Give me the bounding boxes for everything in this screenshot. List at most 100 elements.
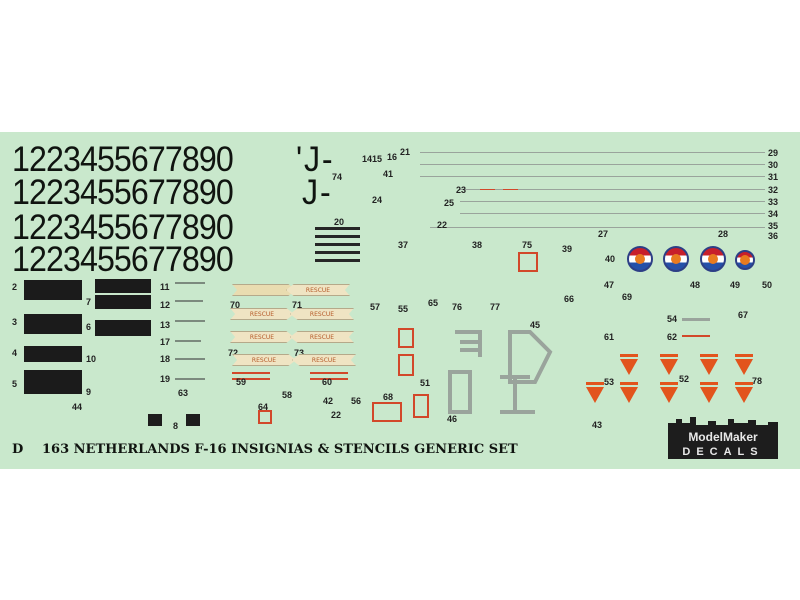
orange-triangle-decal [700,359,718,375]
orange-triangle-decal [660,387,678,403]
item-number: 78 [752,376,763,386]
item-number: 71 [292,300,303,310]
item-number: 33 [768,197,779,207]
item-number: 30 [768,160,779,170]
item-number: 13 [160,320,171,330]
item-number: 41 [383,169,394,179]
netherlands-roundel [735,250,755,270]
stencil-placard [24,314,82,334]
item-number: 18 [160,354,171,364]
item-number: 29 [768,148,779,158]
stencil-line [460,213,765,214]
item-number: 70 [230,300,241,310]
item-number: 42 [323,396,334,406]
item-number: 50 [762,280,773,290]
item-number: 2 [12,282,18,292]
item-number: 34 [768,209,779,219]
stencil-bar-group [315,259,360,262]
red-outline-decal [413,394,429,418]
item-number: 37 [398,240,409,250]
item-number: 47 [604,280,615,290]
decal-sheet: 1223455677890 1223455677890 122345567789… [0,132,800,469]
item-number: 15 [372,154,383,164]
orange-triangle-decal [700,387,718,403]
item-number: 12 [160,300,171,310]
item-number: 6 [86,322,92,332]
item-number: 59 [236,377,247,387]
item-number: 16 [387,152,398,162]
small-stencil [175,320,205,322]
item-number: 61 [604,332,615,342]
item-number: 60 [322,377,333,387]
item-number: 40 [605,254,616,264]
item-number: 73 [294,348,305,358]
item-number: 69 [622,292,633,302]
stencil-placard [95,320,151,336]
orange-triangle-decal [735,382,753,385]
item-number: 32 [768,185,779,195]
orange-triangle-decal [620,354,638,357]
rescue-arrow-decal: RESCUE [230,308,294,320]
item-number: 11 [160,282,170,292]
stencil-bar-group [315,227,360,230]
stencil-line [420,152,765,153]
sheet-title: 163 NETHERLANDS F-16 INSIGNIAS & STENCIL… [42,442,518,457]
item-number: 20 [334,217,345,227]
item-number: 36 [768,231,779,241]
stencil-bar-group [315,243,360,246]
stencil-line [460,189,765,190]
orange-triangle-decal [620,382,638,385]
stencil-bar-group [315,235,360,238]
item-number: 25 [444,198,455,208]
item-number: 43 [592,420,603,430]
item-number: 22 [437,220,448,230]
red-outline-decal [372,402,402,422]
numeral-row-1: 1223455677890 [12,140,234,179]
item-number: 24 [372,195,383,205]
item-number: 66 [564,294,575,304]
rescue-arrow-decal: RESCUE [230,331,294,343]
item-number: 35 [768,221,779,231]
item-number: 64 [258,402,269,412]
item-number: 28 [718,229,729,239]
item-number: 17 [160,337,171,347]
skyline-icon [668,417,778,431]
item-number: 52 [679,374,690,384]
item-number: 58 [282,390,293,400]
red-outline-decal [258,410,272,424]
item-number: 44 [72,402,83,412]
stencil-line [430,227,765,228]
item-number: 4 [12,348,18,358]
stencil-line [420,164,765,165]
registration-suffix-1: 'J- [296,140,335,179]
netherlands-roundel [700,246,726,272]
stencil-placard [24,346,82,362]
red-outline-decal [398,328,414,348]
item-number: 39 [562,244,573,254]
item-number: 65 [428,298,439,308]
item-number: 57 [370,302,381,312]
item-number: 27 [598,229,609,239]
orange-triangle-decal [700,354,718,357]
red-stripe-decal [232,378,270,380]
logo-sub: DECALS [668,445,778,459]
red-stripe-decal [310,378,348,380]
item-number: 72 [228,348,239,358]
small-stencil [175,378,205,380]
item-number: 75 [522,240,533,250]
red-outline-decal [518,252,538,272]
logo-main: ModelMaker [668,429,778,445]
orange-triangle-decal [586,382,604,385]
item-number: 48 [690,280,701,290]
netherlands-roundel [663,246,689,272]
item-number: 54 [667,314,678,324]
item-number: 3 [12,317,18,327]
red-stripe-decal [232,372,270,374]
item-number: 19 [160,374,171,384]
sheet-letter: D [12,442,24,457]
rescue-arrow-decal: RESCUE [290,331,354,343]
orange-triangle-decal [660,382,678,385]
item-number: 7 [86,297,92,307]
item-number: 49 [730,280,741,290]
item-number: 55 [398,304,409,314]
